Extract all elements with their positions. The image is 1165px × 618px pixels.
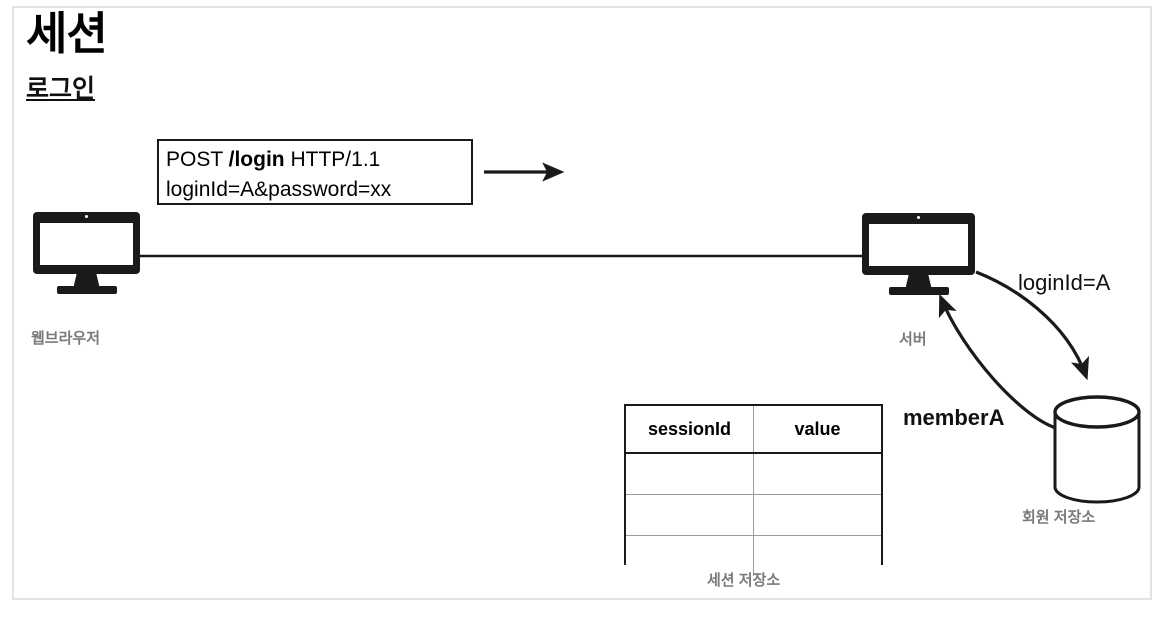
http-version: HTTP/1.1 [284,148,381,171]
column-header-value: value [753,406,881,454]
monitor-screen [862,213,975,275]
monitor-camera-dot [917,216,920,219]
cell-value [753,535,881,576]
monitor-camera-dot [85,215,88,218]
cell-sessionid [626,535,754,576]
slide-frame-border [12,6,1152,600]
monitor-base [888,287,949,295]
cell-value [753,453,881,495]
session-store-label: 세션 저장소 [707,572,781,589]
page-title: 세션 [26,8,108,59]
session-table-element: sessionId value [626,406,881,576]
edge-label-membera: memberA [903,405,1005,430]
monitor-base [56,286,117,294]
cell-sessionid [626,494,754,536]
monitor-screen-inner [869,224,968,266]
member-store-label: 회원 저장소 [1022,509,1096,526]
monitor-neck [905,275,932,288]
http-request-line-2: loginId=A&password=xx [166,178,392,201]
monitor-neck [73,274,100,287]
server-monitor-icon [862,213,975,295]
table-row [626,494,881,536]
table-header-row: sessionId value [626,406,881,454]
monitor-screen-inner [40,223,133,265]
http-path: /login [228,148,285,171]
http-request-box: POST /login HTTP/1.1 loginId=A&password=… [157,139,473,205]
column-header-sessionid: sessionId [626,406,754,454]
table-row [626,535,881,576]
server-label: 서버 [899,331,927,348]
monitor-screen [33,212,140,274]
edge-label-loginid: loginId=A [1018,270,1111,295]
http-method-path-prefix: POST [166,148,229,171]
web-browser-monitor-icon [33,212,140,294]
cell-sessionid [626,453,754,495]
http-request-line-1: POST /login HTTP/1.1 [166,145,464,175]
cell-value [753,494,881,536]
member-store-cylinder-icon [1053,395,1141,504]
table-row [626,453,881,495]
web-browser-label: 웹브라우저 [31,330,101,347]
session-store-table: sessionId value [624,404,883,576]
page-subtitle: 로그인 [26,75,96,103]
